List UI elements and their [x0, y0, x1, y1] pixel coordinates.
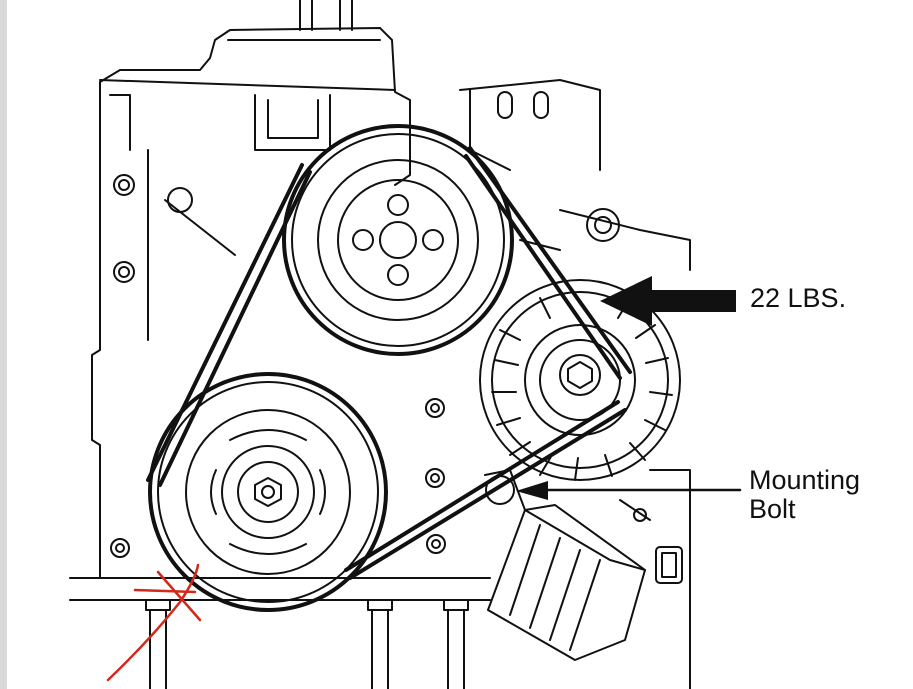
bolt-arrow [516, 481, 742, 500]
mounting-bolt-callout-label: Mounting Bolt [749, 466, 860, 524]
mounting-bolt-label-line2: Bolt [749, 494, 796, 524]
bracket-slots [497, 91, 549, 119]
engine-block [69, 27, 691, 689]
crankshaft-pulley [148, 372, 388, 612]
mounting-bolt-label-line1: Mounting [749, 465, 861, 495]
block-bolts [110, 174, 446, 558]
drive-belt [146, 146, 632, 580]
tension-callout-label: 22 LBS. [750, 283, 847, 313]
heater-tubes [299, 0, 353, 31]
water-pump-pulley [282, 124, 514, 356]
oil-filter [484, 469, 646, 661]
window-edge-strip [0, 0, 7, 689]
side-plug [633, 508, 683, 584]
alternator [479, 208, 681, 481]
handwritten-red-arrow [106, 563, 202, 682]
tension-arrow [600, 276, 736, 326]
bottom-studs [145, 599, 469, 689]
